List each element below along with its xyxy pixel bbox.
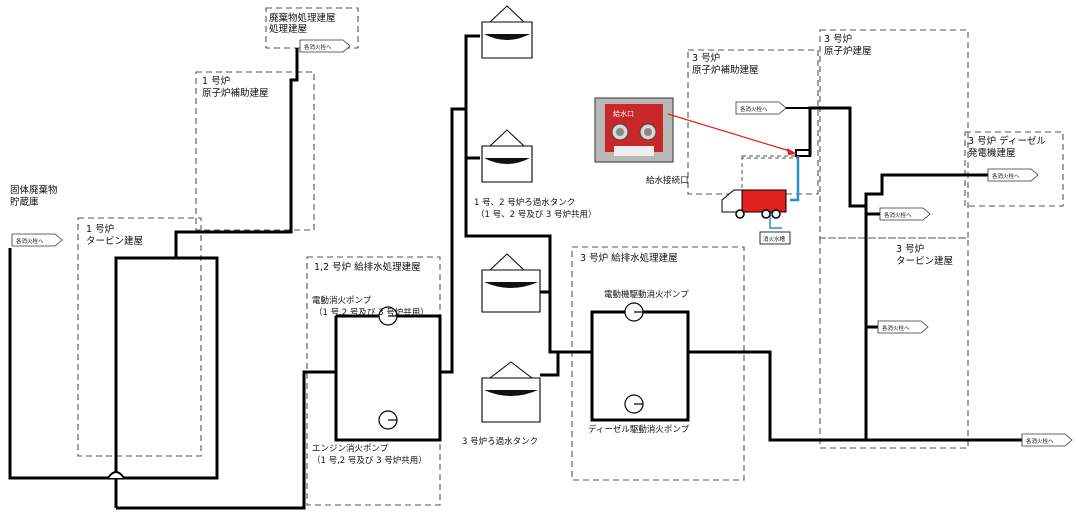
pipe-turbine3-branch (864, 325, 878, 440)
unit3-reactor-label-2: 原子炉建屋 (824, 45, 872, 57)
engine-pump12-label: エンジン消火ポンプ (312, 443, 389, 454)
pipe-unit3-pump-loop (578, 310, 690, 422)
unit3-turbine-building (819, 237, 969, 449)
pipe-to-tanks-upper (440, 107, 466, 374)
decommission-waste-label-1: 廃棄物処理建屋 (269, 12, 336, 24)
pipe-tank-header (464, 109, 578, 354)
filtered-water-tank-2 (481, 129, 533, 183)
unit3-aux-building (687, 49, 819, 195)
photo-text: 給水口 (613, 109, 634, 118)
unit3-water-building (571, 246, 745, 481)
pipe-unit3-main (688, 350, 1040, 442)
unit12-water-building (306, 256, 441, 506)
unit3-turbine-label-2: タービン建屋 (896, 255, 953, 267)
fire-tank-label: 消火水槽 (763, 235, 786, 243)
hydrant-tag-aux3: 各消火栓へ (735, 101, 787, 115)
unit1-aux-label-2: 原子炉補助建屋 (202, 87, 269, 99)
hydrant-tag-decom-text: 各消火栓へ (304, 43, 332, 51)
hydrant-tag-reactor3-text: 各消火栓へ (884, 211, 912, 219)
hydrant-tag-outdoor: 各消火栓へ (1021, 433, 1073, 447)
hydrant-tag-solid-waste-text: 各消火栓へ (16, 237, 44, 245)
unit3-diesel-building (964, 131, 1064, 207)
pipe-bottom-main (116, 370, 336, 510)
filtered-water-tank-3 (481, 253, 541, 313)
fire-water-tank: 消火水槽 (759, 231, 791, 245)
tank12-label: 1 号、2 号炉ろ過水タンク (474, 197, 575, 208)
solid-waste-label-1: 固体廃棄物 (10, 184, 58, 196)
water-connection-label: 給水接続口 (646, 175, 689, 186)
unit1-turbine-building (77, 217, 202, 457)
unit3-reactor-label-1: 3 号炉 (824, 33, 852, 45)
hose-line (790, 156, 800, 202)
hydrant-tag-turbine3: 各消火栓へ (877, 320, 929, 334)
motor-pump12-label: 電動消火ポンプ (312, 295, 372, 306)
pointer-arrow-head (787, 148, 797, 155)
unit12-water-label: 1,2 号炉 給排水処理建屋 (314, 261, 421, 273)
tank12-sub-label: （1 号、2 号及び 3 号炉共用） (476, 209, 597, 220)
pipe-unit12-pump-loop (334, 314, 442, 442)
motor-pump12-sub-label: （1 号,2 号及び 3 号炉共用） (314, 307, 429, 318)
pipe-tank4 (540, 352, 560, 377)
pipe-reactor3-riser (808, 106, 866, 208)
unit3-aux-label-2: 原子炉補助建屋 (692, 64, 759, 76)
solid-waste-label-2: 貯蔵庫 (10, 196, 39, 208)
engine-fire-pump-12 (378, 410, 398, 430)
unit3-diesel-label-1: 3 号炉 ディーゼル (968, 135, 1046, 147)
pipe-unit1-riser (174, 48, 299, 258)
hydrant-tag-aux3-text: 各消火栓へ (740, 105, 768, 113)
unit3-turbine-label-1: 3 号炉 (896, 243, 924, 255)
pipe-reactor3-branch (864, 212, 880, 327)
hydrant-tag-decom: 各消火栓へ (299, 39, 351, 53)
engine-pump12-sub-label: （1 号,2 号及び 3 号炉共用） (312, 455, 427, 466)
unit3-diesel-label-2: 発電機建屋 (968, 147, 1016, 159)
pointer-arrow-line (667, 113, 794, 153)
filtered-water-tank-1 (481, 5, 533, 59)
hose-tank-line (769, 212, 782, 229)
unit1-turbine-label-2: タービン建屋 (86, 235, 143, 247)
hydrant-tag-reactor3: 各消火栓へ (879, 207, 931, 221)
decommission-waste-label-2: 処理建屋 (269, 23, 307, 35)
water-connection-photo: 給水口 (594, 97, 674, 163)
unit3-aux-label-1: 3 号炉 (692, 52, 720, 64)
unit1-turbine-label-1: 1 号炉 (86, 223, 114, 235)
pipe-diesel-branch (864, 173, 988, 214)
hydrant-tag-diesel-text: 各消火栓へ (992, 172, 1020, 180)
motor-pump3-label: 電動機駆動消火ポンプ (604, 289, 689, 300)
hydrant-tag-outdoor-text: 各消火栓へ (1026, 437, 1054, 445)
unit1-aux-building (195, 71, 315, 231)
filtered-water-tank-unit3 (481, 361, 541, 423)
pipe-turbine-loop (114, 256, 219, 480)
fire-truck (721, 189, 787, 219)
unit3-reactor-building (819, 29, 969, 239)
diesel-fire-pump-3 (624, 394, 644, 414)
motor-fire-pump-12 (378, 306, 398, 326)
pipe-crossover (107, 471, 125, 479)
hydrant-tag-solid-waste: 各消火栓へ (11, 233, 63, 247)
pipe-tank1 (464, 34, 480, 109)
hydrant-tag-diesel: 各消火栓へ (987, 168, 1039, 182)
hydrant-tag-turbine3-text: 各消火栓へ (882, 324, 910, 332)
diesel-pump3-label: ディーゼル駆動消火ポンプ (588, 424, 690, 435)
unit3-water-label: 3 号炉 給排水処理建屋 (580, 252, 678, 264)
decommission-waste-building (265, 7, 359, 49)
motor-fire-pump-3 (624, 302, 644, 322)
tank3-label: 3 号炉ろ過水タンク (462, 436, 538, 447)
pipe-connection-fitting (795, 149, 811, 157)
unit1-aux-label-1: 1 号炉 (202, 75, 230, 87)
truck-area-outline (741, 155, 799, 159)
pipe-solid-waste (8, 248, 118, 508)
